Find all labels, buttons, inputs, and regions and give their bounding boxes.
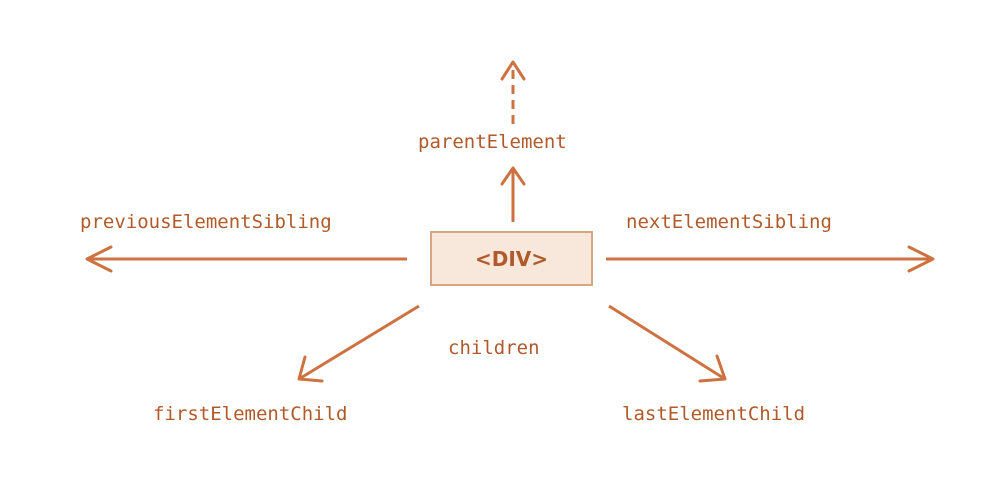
parent-arrow xyxy=(500,166,526,222)
grandparent-dashed-arrow xyxy=(500,60,526,124)
previous-sibling-arrow xyxy=(85,245,407,273)
first-child-arrow xyxy=(297,304,420,383)
next-element-sibling-label: nextElementSibling xyxy=(626,211,832,233)
current-element-box: <DIV> xyxy=(430,231,593,286)
parent-element-label: parentElement xyxy=(418,131,567,153)
last-element-child-label: lastElementChild xyxy=(622,403,806,425)
next-sibling-arrow xyxy=(606,245,935,273)
first-element-child-label: firstElementChild xyxy=(153,403,348,425)
current-element-label: <DIV> xyxy=(474,246,549,271)
last-child-arrow xyxy=(608,304,727,383)
children-label: children xyxy=(448,337,540,359)
previous-element-sibling-label: previousElementSibling xyxy=(80,211,332,233)
